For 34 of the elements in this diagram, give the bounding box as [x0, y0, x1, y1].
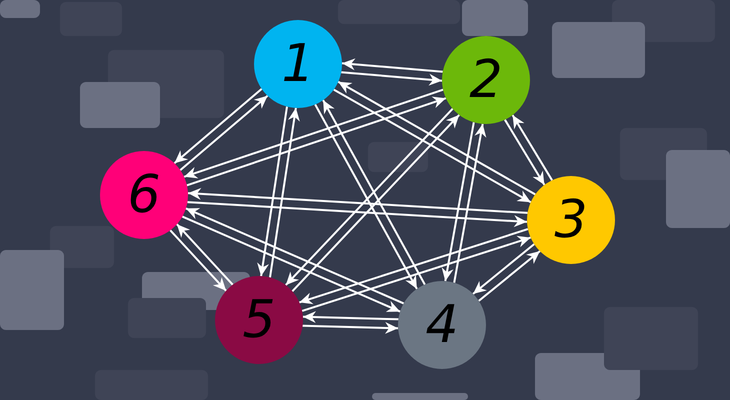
arrow — [186, 96, 446, 186]
arrow — [342, 58, 443, 73]
node-number: 4 — [425, 299, 459, 351]
arrow — [302, 322, 398, 334]
node-number: 6 — [127, 169, 161, 221]
node-number: 5 — [242, 294, 276, 346]
arrow — [182, 216, 400, 313]
arrow — [341, 71, 442, 86]
node-number: 1 — [281, 38, 315, 90]
arrow — [302, 236, 531, 312]
arrow — [188, 188, 528, 214]
arrow — [478, 250, 541, 302]
arrow — [512, 114, 553, 181]
arrow — [176, 224, 234, 286]
arrow — [442, 122, 475, 282]
arrow — [170, 230, 227, 292]
arrow — [472, 243, 535, 295]
arrow — [180, 95, 268, 171]
node-number: 3 — [554, 194, 588, 246]
node-number: 2 — [469, 54, 503, 106]
arrow — [186, 207, 404, 304]
arrow — [322, 100, 426, 285]
arrow — [184, 88, 444, 178]
arrow — [299, 228, 528, 304]
arrow — [187, 201, 528, 228]
arrow — [333, 88, 532, 204]
arrow — [314, 104, 418, 290]
arrow — [338, 80, 536, 196]
arrow — [504, 119, 546, 186]
arrow — [302, 311, 398, 324]
arrow — [453, 124, 486, 283]
arrow — [269, 108, 300, 278]
arrow — [257, 106, 288, 276]
arrow — [174, 88, 262, 164]
